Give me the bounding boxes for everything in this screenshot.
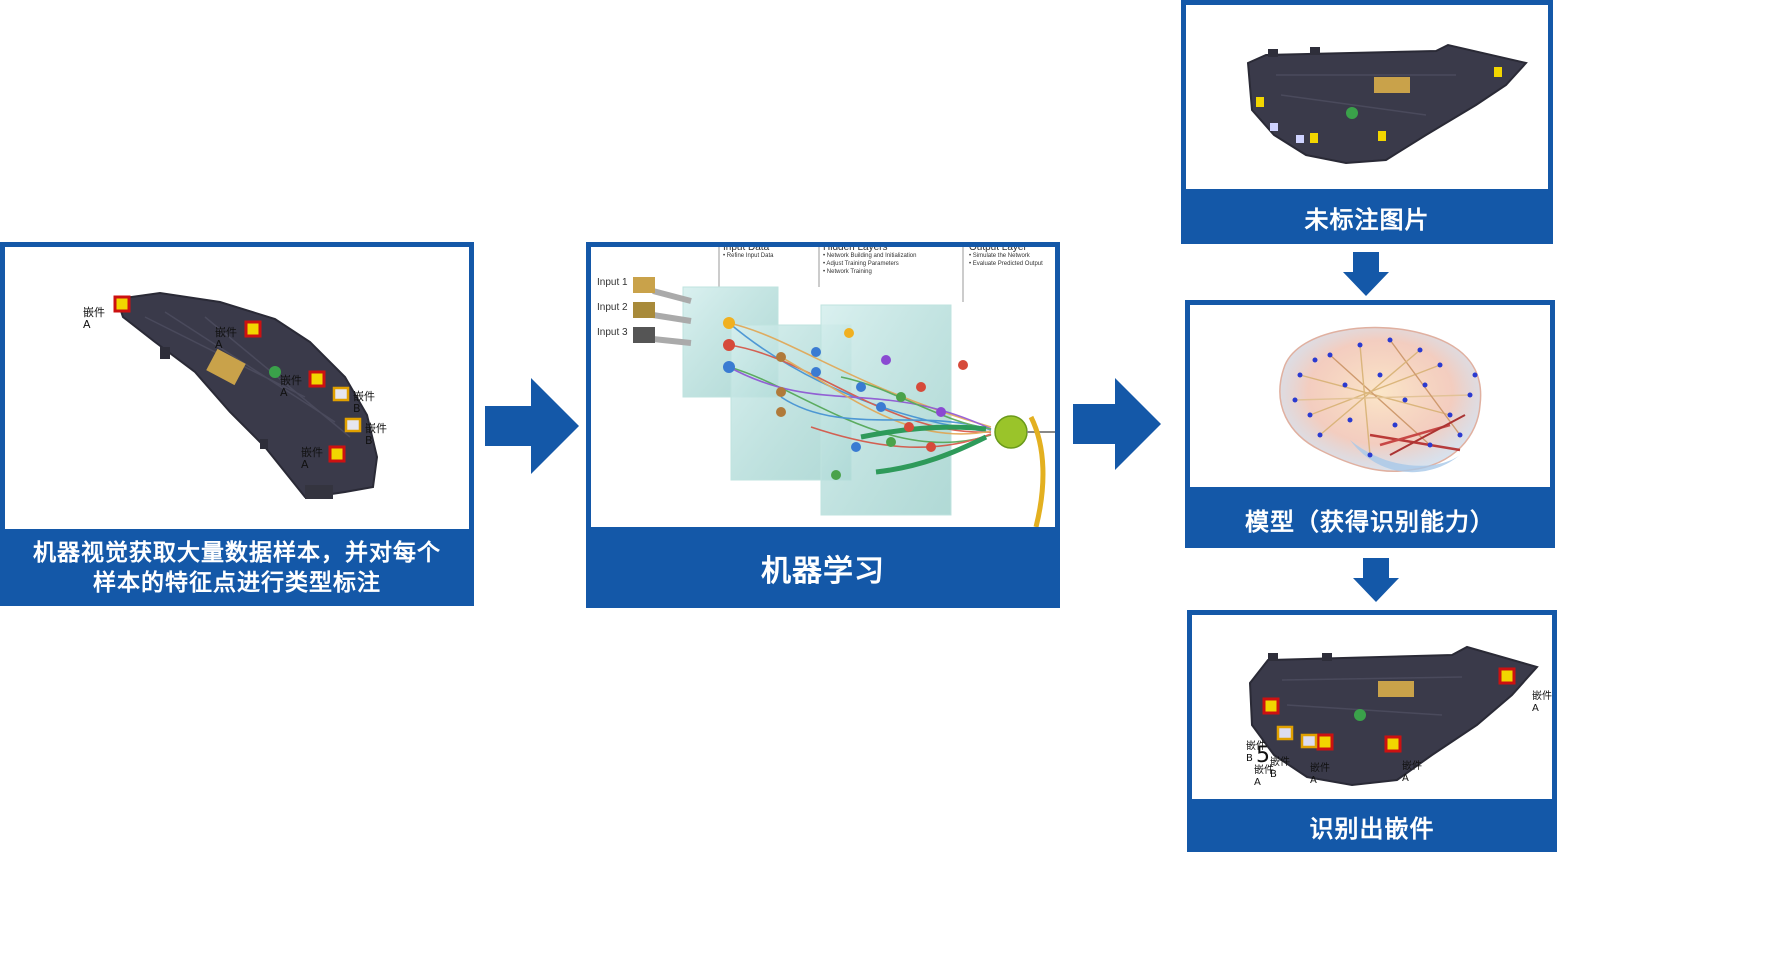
insert-tag: 嵌件 A [215, 326, 237, 351]
insert-tag: 嵌件 A [1402, 761, 1422, 784]
stray-mark: 5 [1256, 743, 1270, 768]
insert-b-marker [1300, 733, 1318, 749]
input-label: Input 3 [597, 327, 628, 338]
caption-line: 样本的特征点进行类型标注 [93, 570, 381, 596]
machine-learning-panel: Input Data • Refine Input Data Hidden La… [586, 242, 1060, 532]
caption-line: 机器视觉获取大量数据样本，并对每个 [33, 540, 441, 566]
input-label: Input 1 [597, 277, 628, 288]
nn-header-title: Input Data [723, 242, 770, 253]
machine-learning-caption: 机器学习 [586, 528, 1060, 608]
model-caption: 模型（获得识别能力） [1185, 490, 1555, 548]
insert-tag: 嵌件 A [301, 446, 323, 471]
insert-tag: 嵌件 A [1254, 765, 1274, 788]
insert-tag: 嵌件 B [1270, 757, 1290, 780]
annotated-part-image [113, 291, 379, 499]
insert-a-marker [328, 445, 346, 463]
neural-network-illustration [633, 247, 1055, 527]
insert-tag: 嵌件 B [365, 422, 387, 447]
nn-header-item: • Evaluate Predicted Output [969, 261, 1043, 267]
unlabeled-image-caption: 未标注图片 [1181, 190, 1553, 244]
sample-annotation-panel: 嵌件 A 嵌件 A 嵌件 A 嵌件 B 嵌件 B 嵌件 A [0, 242, 474, 534]
insert-b-marker [344, 417, 362, 433]
right-arrow-icon [1073, 378, 1161, 470]
brain-network-illustration [1279, 326, 1482, 473]
nn-header-output: Output Layer • Simulate the Network • Ev… [969, 242, 1043, 268]
sample-annotation-caption: 机器视觉获取大量数据样本，并对每个 样本的特征点进行类型标注 [0, 530, 474, 606]
nn-header-item: • Network Training [823, 269, 872, 275]
unlabeled-part-image [1246, 43, 1528, 165]
insert-a-marker [1262, 697, 1280, 715]
down-arrow-icon [1343, 252, 1389, 296]
nn-header-hidden: Hidden Layers • Network Building and Ini… [823, 242, 917, 276]
insert-a-marker [1316, 733, 1334, 751]
insert-a-marker [1384, 735, 1402, 753]
nn-header-item: • Adjust Training Parameters [823, 261, 899, 267]
nn-header-item: • Refine Input Data [723, 253, 774, 259]
insert-a-marker [308, 370, 326, 388]
insert-tag: 嵌件 B [1246, 741, 1266, 764]
insert-a-marker [1498, 667, 1516, 685]
down-arrow-icon [1353, 558, 1399, 602]
nn-header-item: • Network Building and Initialization [823, 253, 917, 259]
insert-tag: 嵌件 A [280, 374, 302, 399]
nn-header-title: Output Layer [969, 242, 1027, 253]
insert-tag: 嵌件 A [83, 306, 105, 331]
input-label: Input 2 [597, 302, 628, 313]
recognition-result-caption: 识别出嵌件 [1187, 800, 1557, 852]
insert-b-marker [332, 386, 350, 402]
insert-tag: 嵌件 B [353, 390, 375, 415]
nn-header-title: Hidden Layers [823, 242, 888, 253]
insert-tag: 嵌件 A [1310, 763, 1330, 786]
insert-tag: 嵌件 A [1532, 691, 1552, 714]
insert-a-marker [113, 295, 131, 313]
right-arrow-icon [485, 378, 579, 474]
unlabeled-image-panel [1181, 0, 1553, 194]
recognition-result-panel: 嵌件 A 嵌件 B 嵌件 A 嵌件 B 嵌件 A 嵌件 A 5 [1187, 610, 1557, 804]
nn-header-input: Input Data • Refine Input Data [723, 242, 774, 261]
nn-header-item: • Simulate the Network [969, 253, 1030, 259]
insert-a-marker [244, 320, 262, 338]
recognized-part-image [1248, 645, 1539, 787]
insert-b-marker [1276, 725, 1294, 741]
model-panel [1185, 300, 1555, 492]
